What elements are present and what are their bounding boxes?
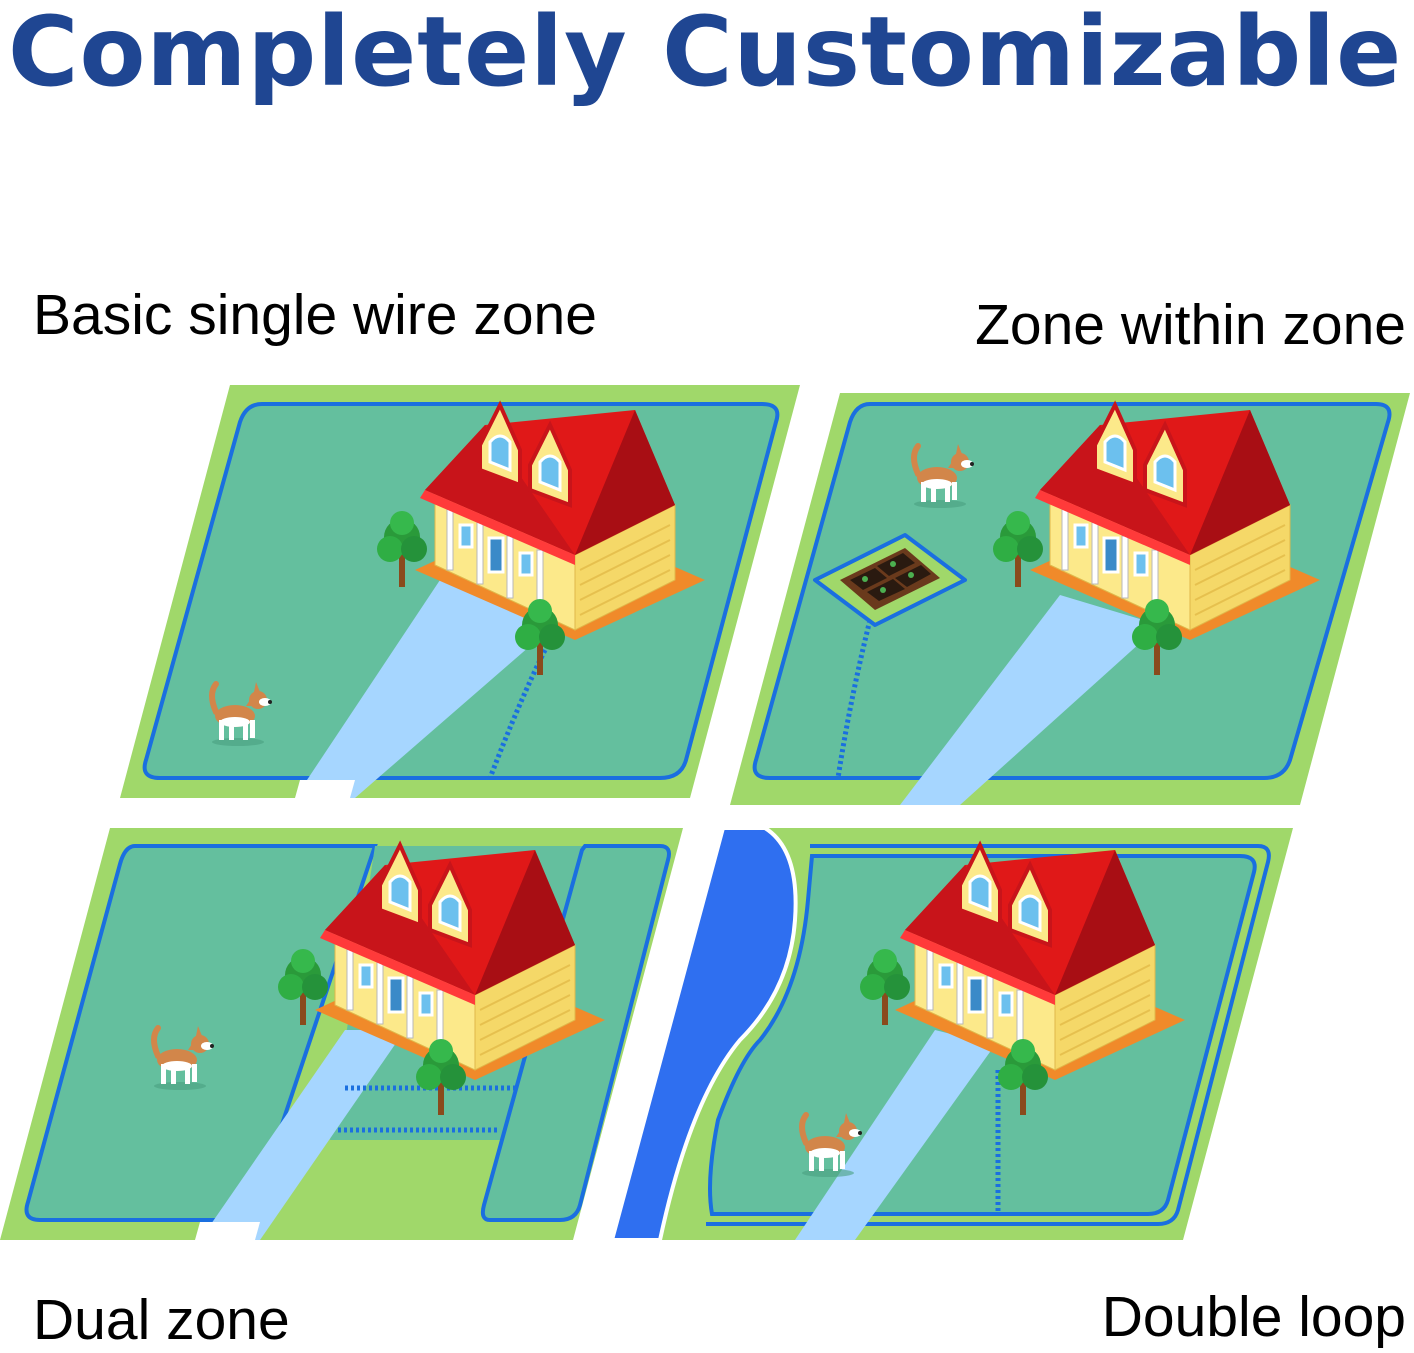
panel-zone-within-zone-illustration [730, 393, 1410, 805]
panel-dual-zone-illustration [0, 828, 683, 1240]
driveway [200, 1030, 405, 1240]
boundary-wire-icon [706, 844, 1271, 1226]
river-icon [609, 826, 798, 1242]
panel-basic-illustration [120, 385, 800, 798]
panel-label-double-loop: Double loop [1101, 1285, 1406, 1349]
driveway [900, 595, 1160, 805]
page-title: Completely Customizable [8, 0, 1403, 108]
panel-label-zone-within-zone: Zone within zone [975, 293, 1406, 357]
panel-double-loop-illustration [609, 826, 1293, 1242]
panel-label-dual-zone: Dual zone [33, 1288, 290, 1352]
driveway [295, 580, 560, 798]
panel-label-basic: Basic single wire zone [33, 283, 597, 347]
driveway [795, 1030, 995, 1240]
